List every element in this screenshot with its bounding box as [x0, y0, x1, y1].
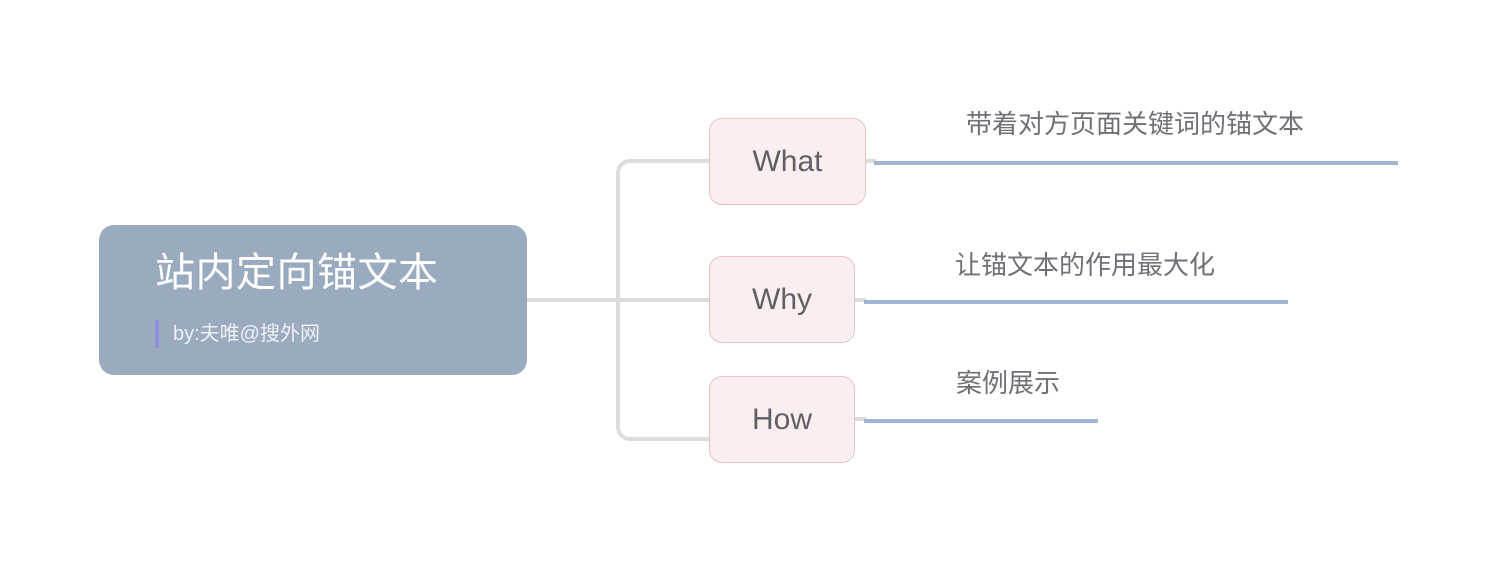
branch-node-how[interactable]: How	[709, 376, 855, 463]
leaf-label-how[interactable]: 案例展示	[956, 368, 1061, 398]
branch-node-what[interactable]: What	[709, 118, 866, 205]
root-subtitle-group: by:夫唯@搜外网	[155, 317, 320, 351]
leaf-label-why[interactable]: 让锚文本的作用最大化	[955, 250, 1216, 280]
branch-node-why[interactable]: Why	[709, 256, 855, 343]
branch-label: What	[752, 144, 823, 178]
branch-label: Why	[752, 282, 812, 316]
leaf-label-what[interactable]: 带着对方页面关键词的锚文本	[966, 109, 1305, 139]
branch-label: How	[751, 402, 812, 436]
branch-spine-line	[616, 159, 709, 441]
root-subtitle: by:夫唯@搜外网	[173, 323, 320, 345]
root-title: 站内定向锚文本	[155, 251, 439, 295]
accent-bar-icon	[155, 320, 159, 348]
root-node[interactable]: 站内定向锚文本 by:夫唯@搜外网	[99, 225, 527, 375]
